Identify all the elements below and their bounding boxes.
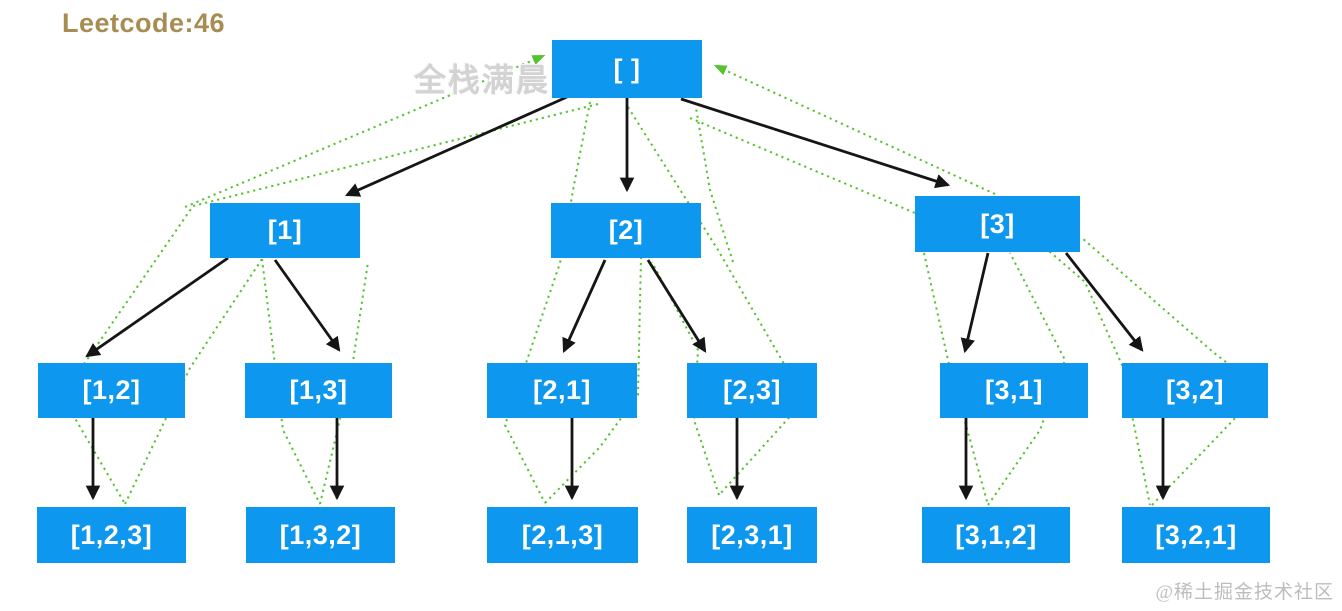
tree-node-n23: [2,3] — [687, 363, 817, 418]
tree-edge-arrow — [646, 259, 707, 353]
backtrack-path — [651, 261, 720, 496]
backtrack-path — [124, 258, 263, 505]
tree-node-n12: [1,2] — [38, 363, 185, 418]
backtrack-path — [689, 117, 989, 506]
backtrack-path — [261, 258, 321, 505]
backtrack-path — [627, 106, 807, 496]
backtrack-path — [713, 64, 996, 195]
tree-edge-arrow — [562, 259, 607, 353]
tree-node-n31: [3,1] — [940, 363, 1088, 418]
tree-edge-arrow — [85, 256, 229, 358]
corner-watermark: @稀土掘金技术社区 — [1155, 582, 1334, 603]
tree-edge-arrow — [960, 252, 990, 354]
backtrack-path — [319, 261, 369, 505]
tree-node-n123: [1,2,3] — [37, 507, 186, 563]
backtrack-path — [695, 107, 734, 263]
tree-node-n3: [3] — [915, 196, 1080, 252]
tree-edge-arrow — [680, 97, 951, 189]
tree-edge-arrow — [345, 95, 568, 197]
tree-node-n231: [2,3,1] — [687, 507, 817, 563]
tree-node-n32: [3,2] — [1122, 363, 1268, 418]
page-title: Leetcode:46 — [62, 8, 226, 38]
tree-node-n21: [2,1] — [487, 363, 637, 418]
tree-node-root: [ ] — [552, 40, 702, 98]
tree-node-n321: [3,2,1] — [1122, 507, 1270, 563]
tree-node-n132: [1,3,2] — [246, 507, 395, 563]
tree-node-n213: [2,1,3] — [487, 507, 638, 563]
tree-node-n1: [1] — [210, 203, 360, 258]
tree-node-n13: [1,3] — [245, 363, 392, 418]
tree-edge-arrow — [273, 259, 341, 352]
backtrack-path — [184, 54, 546, 208]
backtrack-path — [503, 101, 591, 504]
center-watermark: 全栈满晨 — [414, 62, 551, 98]
tree-node-n312: [3,1,2] — [922, 507, 1070, 563]
tree-arrows-group — [85, 95, 1171, 501]
tree-edge-arrow — [1064, 252, 1144, 352]
backtrack-path — [60, 103, 599, 505]
tree-node-n2: [2] — [551, 203, 701, 258]
